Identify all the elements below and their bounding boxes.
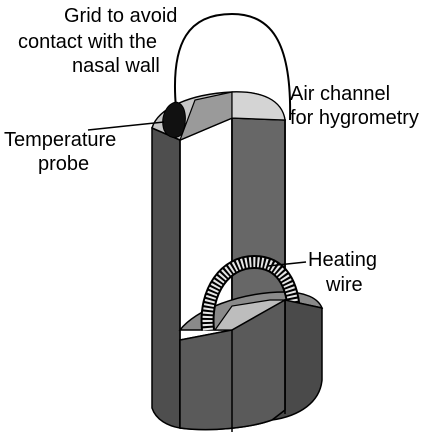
label-temperature-line1: Temperature <box>4 129 116 151</box>
leader-line-temperature <box>87 121 165 131</box>
top-inner-facet-right <box>231 91 286 121</box>
grid-arch <box>174 12 292 121</box>
label-air-line1: Air channel <box>290 83 390 105</box>
label-grid-line1: Grid to avoid <box>64 5 177 27</box>
body-left-face <box>151 126 181 429</box>
label-heating-line2: wire <box>325 274 363 296</box>
label-grid-line3: nasal wall <box>72 55 160 77</box>
temperature-probe-tip <box>162 101 186 138</box>
label-air-line2: for hygrometry <box>290 107 419 129</box>
label-temperature-line2: probe <box>38 153 89 175</box>
label-grid-line2: contact with the <box>18 31 157 53</box>
label-heating-line1: Heating <box>308 249 377 271</box>
heating-wire-loop-fill <box>202 256 299 331</box>
leader-line-heating <box>267 261 307 267</box>
